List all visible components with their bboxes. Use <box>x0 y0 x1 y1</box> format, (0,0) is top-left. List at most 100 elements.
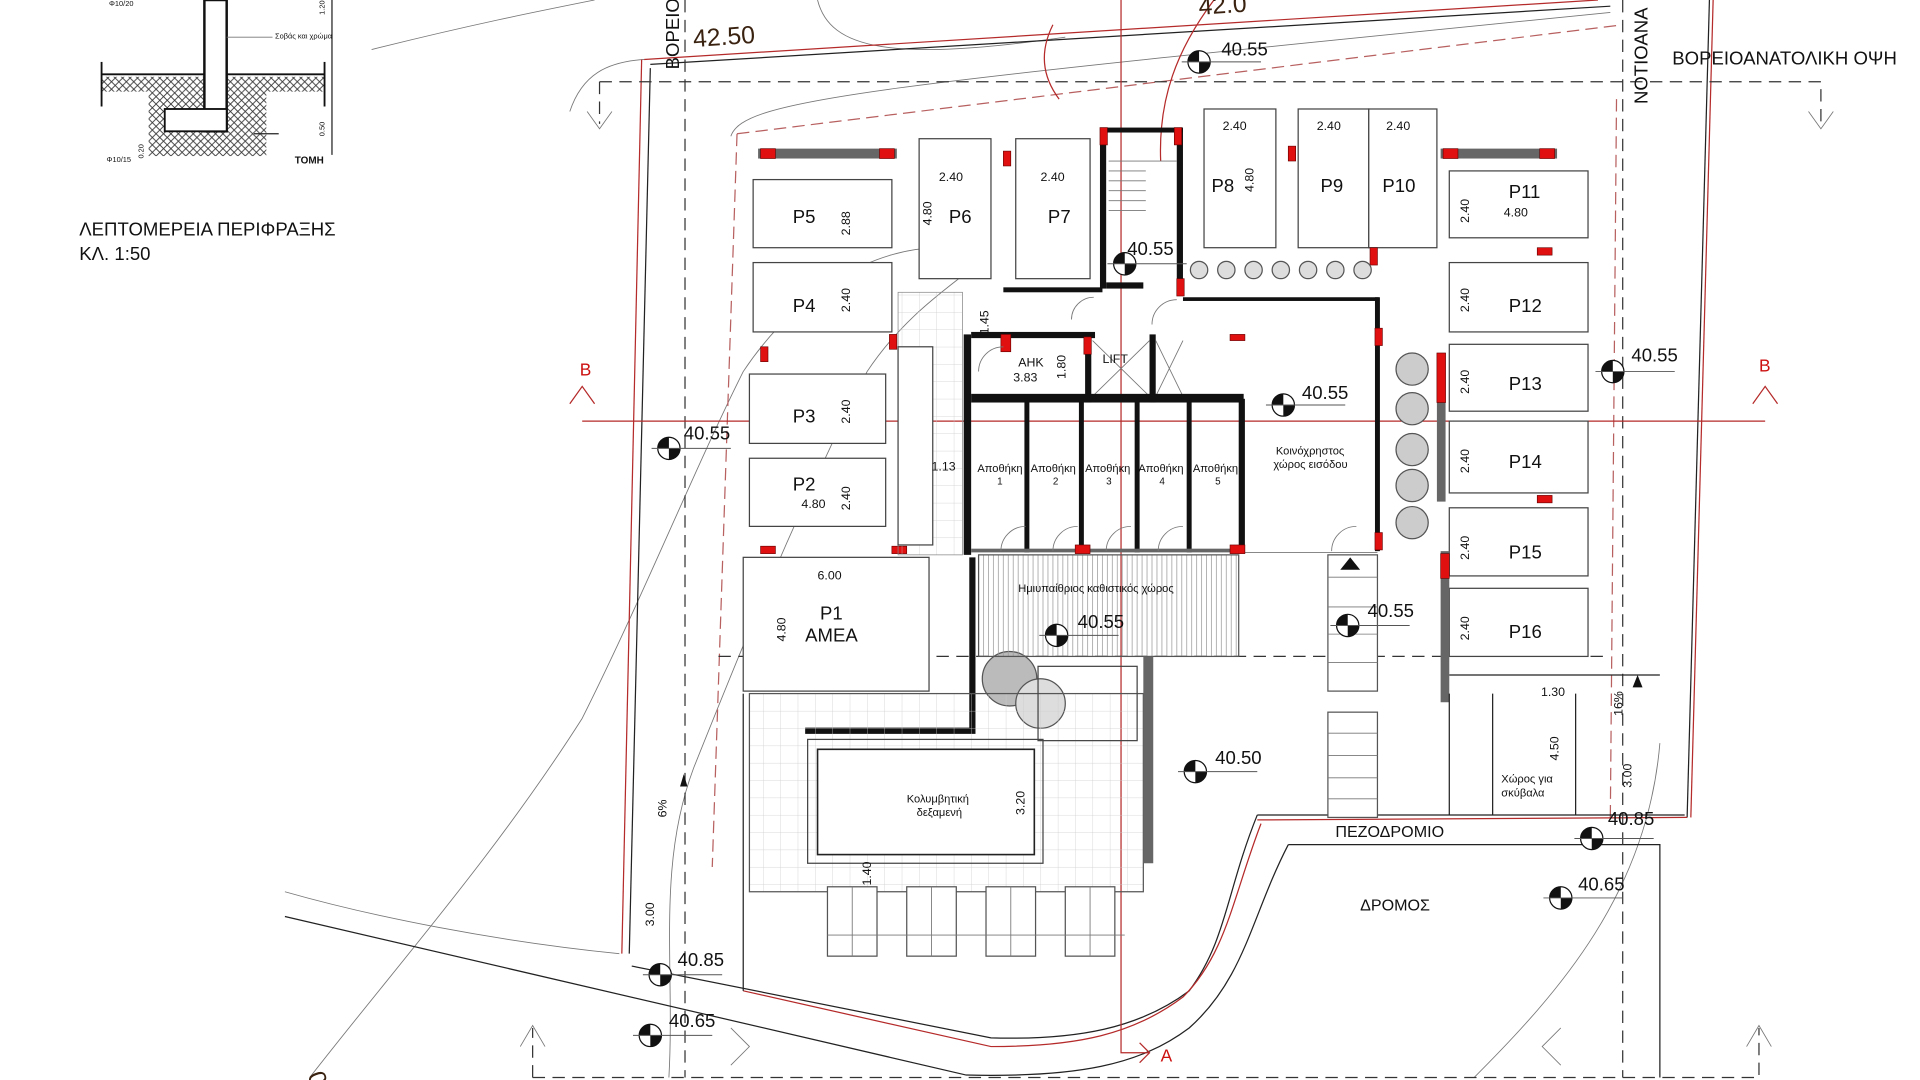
building <box>748 127 1660 957</box>
slope-right: 16% <box>1612 691 1626 716</box>
ahk-label: ΑΗΚ <box>1018 356 1044 370</box>
svg-text:40.85: 40.85 <box>1608 808 1654 829</box>
northeast-elevation-label: ΒΟΡΕΙΟΑΝΑΤΟΛΙΚΗ ΟΨΗ <box>1672 47 1897 68</box>
setback-left: 3.00 <box>643 902 657 926</box>
level-marker: 40.55 <box>1038 611 1124 648</box>
parking-spaces <box>742 108 1589 703</box>
storage-2-num: 2 <box>1053 476 1059 487</box>
svg-text:40.55: 40.55 <box>1368 600 1414 621</box>
p7-width: 2.40 <box>1041 170 1065 184</box>
p10-width: 2.40 <box>1386 119 1410 133</box>
sidewalk-label: ΠΕΖΟΔΡΟΜΙΟ <box>1335 823 1444 841</box>
p9-label: P9 <box>1320 175 1343 196</box>
p15-dim: 2.40 <box>1458 536 1472 560</box>
p5-label: P5 <box>793 206 816 227</box>
section-a: A <box>1161 1045 1173 1065</box>
p7-label: P7 <box>1048 206 1071 227</box>
ahk-width: 3.83 <box>1013 370 1037 384</box>
svg-text:40.50: 40.50 <box>1215 747 1261 768</box>
level-marker: 40.50 <box>1177 747 1262 784</box>
level-marker: 40.55 <box>1594 345 1678 384</box>
storage-4-num: 4 <box>1159 476 1165 487</box>
p10-label: P10 <box>1382 175 1415 196</box>
fence-detail: Φ10/20 Σοβάς και χρώμα Φ10/15 1.20 0.50 … <box>79 0 336 264</box>
p16-dim: 2.40 <box>1458 616 1472 640</box>
detail-title: ΛΕΠΤΟΜΕΡΕΙΑ ΠΕΡΙΦΡΑΞΗΣ <box>79 218 335 239</box>
setback-right: 3.00 <box>1620 764 1634 788</box>
lift-label: LIFT <box>1102 352 1128 366</box>
p6-label: P6 <box>949 206 972 227</box>
pool-label-1: Κολυμβητική <box>907 794 969 806</box>
p14-dim: 2.40 <box>1458 449 1472 473</box>
p13-dim: 2.40 <box>1458 370 1472 394</box>
storage-5-num: 5 <box>1215 476 1221 487</box>
waste-label-1: Χώρος για <box>1501 774 1553 786</box>
lobby-label-2: χώρος εισόδου <box>1273 459 1347 471</box>
level-marker: 40.55 <box>1265 382 1348 417</box>
p6-height: 4.80 <box>921 201 935 225</box>
p5-dim: 2.88 <box>839 211 853 235</box>
pool-gap-dim: 1.40 <box>860 861 874 885</box>
storage-1-num: 1 <box>997 476 1003 487</box>
contour-42-50: 42.50 <box>692 22 756 53</box>
p8-label: P8 <box>1211 175 1234 196</box>
svg-text:40.55: 40.55 <box>1302 382 1348 403</box>
contour-00: 00 <box>302 1068 337 1080</box>
level-marker: 40.85 <box>642 949 724 987</box>
p4-label: P4 <box>793 295 816 316</box>
storage-3-num: 3 <box>1106 476 1112 487</box>
road-label: ΔΡΟΜΟΣ <box>1360 896 1430 914</box>
dim-depth: 0.50 <box>318 122 327 136</box>
p11-label: P11 <box>1509 181 1541 202</box>
pool-label-2: δεξαμενή <box>917 807 962 819</box>
section-label: ΤΟΜΗ <box>295 155 324 166</box>
section-b-right: B <box>1759 356 1771 376</box>
sun-loungers <box>826 886 1125 957</box>
lobby-label-1: Κοινόχρηστος <box>1276 446 1345 458</box>
detail-scale: ΚΛ. 1:50 <box>79 243 150 264</box>
level-marker: 40.65 <box>632 1010 715 1048</box>
p2-dim: 2.40 <box>839 486 853 510</box>
rebar-bottom-label: Φ10/15 <box>107 155 132 164</box>
parking-labels: P5 2.88 P4 2.40 P3 2.40 P2 4.80 2.40 6.0… <box>774 119 1541 646</box>
svg-text:40.65: 40.65 <box>669 1010 715 1031</box>
pool-dim: 3.20 <box>1013 791 1027 815</box>
p2-label: P2 <box>793 473 816 494</box>
level-markers: 40.55 40.55 40.55 40.55 40.55 40.55 40.5… <box>632 39 1678 1048</box>
p12-dim: 2.40 <box>1458 288 1472 312</box>
finish-label: Σοβάς και χρώμα <box>275 31 333 40</box>
p13-label: P13 <box>1509 373 1542 394</box>
svg-text:40.85: 40.85 <box>678 949 724 970</box>
waste-width: 1.30 <box>1541 685 1565 699</box>
ramp-dim: 1.13 <box>932 460 956 474</box>
p16-label: P16 <box>1509 621 1542 642</box>
storage-1-label: Αποθήκη <box>977 463 1022 475</box>
svg-text:40.55: 40.55 <box>1631 345 1677 366</box>
level-marker: 40.65 <box>1542 874 1625 910</box>
p3-label: P3 <box>793 405 816 426</box>
p1-label: P1 <box>820 602 843 623</box>
p14-label: P14 <box>1509 451 1542 472</box>
slope-left: 6% <box>655 800 669 818</box>
stair-dim: 1.45 <box>977 310 991 334</box>
level-marker: 40.55 <box>1106 238 1188 276</box>
south-elevation-label: ΝΟΤΙΟΑΝΑ <box>1630 7 1651 104</box>
p4-dim: 2.40 <box>839 288 853 312</box>
svg-text:40.65: 40.65 <box>1578 874 1624 895</box>
p3-dim: 2.40 <box>839 399 853 423</box>
svg-text:40.55: 40.55 <box>1078 611 1124 632</box>
north-elevation-label: ΒΟΡΕΙΟ <box>662 0 683 69</box>
p9-width: 2.40 <box>1317 119 1341 133</box>
level-marker: 40.55 <box>1329 600 1414 638</box>
contour-42: 42.0 <box>1198 0 1248 21</box>
storage-rooms: Αποθήκη 1 Αποθήκη 2 Αποθήκη 3 Αποθήκη 4 … <box>977 463 1238 487</box>
waste-label-2: σκύβαλα <box>1501 787 1545 799</box>
svg-text:40.55: 40.55 <box>684 423 730 444</box>
p1-accessible: ΑΜΕΑ <box>805 625 858 646</box>
waste-height: 4.50 <box>1547 736 1561 760</box>
storage-4-label: Αποθήκη <box>1138 463 1183 475</box>
rebar-top-label: Φ10/20 <box>109 0 134 8</box>
p1-height: 4.80 <box>774 617 788 641</box>
p15-label: P15 <box>1509 542 1542 563</box>
